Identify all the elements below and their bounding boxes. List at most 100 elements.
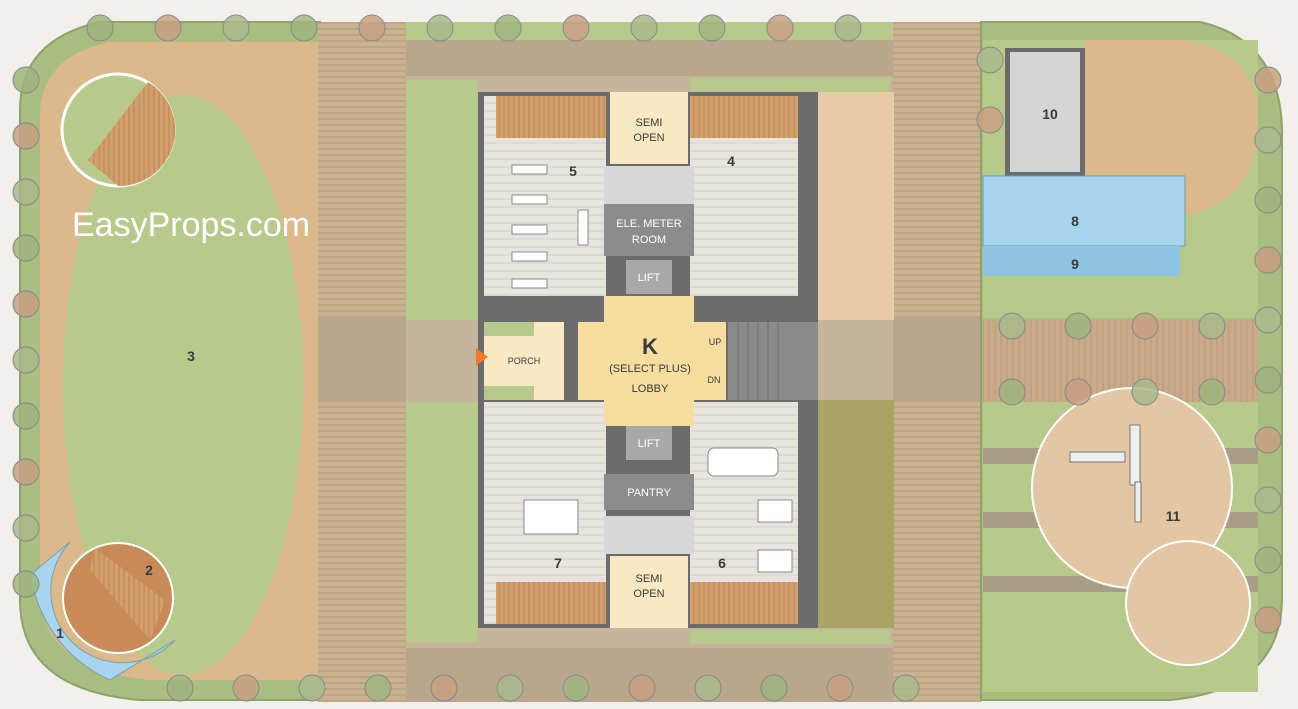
label-1: 1 [56, 625, 64, 641]
stairs-down-label: DN [708, 375, 721, 385]
stairs-up-label: UP [709, 337, 722, 347]
pantry [604, 474, 694, 510]
semi-open-top-label-2: OPEN [633, 132, 664, 144]
pantry-label: PANTRY [627, 487, 671, 499]
tree [364, 674, 392, 702]
left-garden [19, 21, 321, 701]
label-3: 3 [187, 348, 195, 364]
tree [430, 674, 458, 702]
staircase [728, 322, 818, 400]
tree [494, 14, 522, 42]
tree [1254, 426, 1282, 454]
tree [834, 14, 862, 42]
tree [12, 458, 40, 486]
tree [628, 674, 656, 702]
semi-open-bottom [610, 556, 688, 628]
lift-top-label: LIFT [638, 272, 661, 284]
tree [1131, 378, 1159, 406]
label-7: 7 [554, 555, 562, 571]
tree [760, 674, 788, 702]
lobby [578, 296, 726, 426]
tree [232, 674, 260, 702]
tree [1254, 546, 1282, 574]
lift-bottom-label: LIFT [638, 438, 661, 450]
tree [1254, 366, 1282, 394]
tree [298, 674, 326, 702]
trees [12, 14, 1282, 702]
tree [1254, 606, 1282, 634]
tree [694, 674, 722, 702]
tree [1198, 378, 1226, 406]
outdoor-seating [818, 400, 894, 628]
tree [766, 14, 794, 42]
clubhouse-building [476, 92, 818, 628]
tree [154, 14, 182, 42]
meter-room-label: ELE. METER [616, 218, 681, 230]
room-labels: SEMI OPEN SEMI OPEN ELE. METER ROOM LIFT… [508, 117, 722, 600]
pool-9 [983, 246, 1180, 276]
label-4: 4 [727, 153, 735, 169]
tree [998, 312, 1026, 340]
tree [426, 14, 454, 42]
semi-open-top [610, 92, 688, 164]
lift-bottom [626, 426, 672, 460]
lawn-3 [63, 95, 303, 675]
tree [1254, 126, 1282, 154]
outdoor-gym [818, 92, 894, 320]
tree [562, 674, 590, 702]
tree [826, 674, 854, 702]
tree [976, 46, 1004, 74]
meter-room [604, 204, 694, 256]
semi-open-top-label: SEMI [636, 117, 663, 129]
tree [12, 514, 40, 542]
label-10: 10 [1042, 106, 1058, 122]
tree [12, 66, 40, 94]
tree [222, 14, 250, 42]
tree [496, 674, 524, 702]
tree [12, 402, 40, 430]
entry-arrow-icon [476, 348, 488, 366]
tree [12, 346, 40, 374]
tree [12, 570, 40, 598]
tree [562, 14, 590, 42]
label-2: 2 [145, 562, 153, 578]
tree [1254, 66, 1282, 94]
tree [12, 122, 40, 150]
tree [166, 674, 194, 702]
tree [12, 178, 40, 206]
tree [1254, 186, 1282, 214]
label-5: 5 [569, 163, 577, 179]
tree [1254, 306, 1282, 334]
tree [976, 106, 1004, 134]
tree [1064, 378, 1092, 406]
porch-label: PORCH [508, 356, 541, 366]
tree [630, 14, 658, 42]
semi-open-bottom-label: SEMI [636, 573, 663, 585]
lobby-label: LOBBY [632, 383, 669, 395]
tree [1198, 312, 1226, 340]
tree [1064, 312, 1092, 340]
pool-1 [29, 541, 176, 681]
semi-open-bottom-label-2: OPEN [633, 588, 664, 600]
tree [1254, 486, 1282, 514]
tower-sub-label: (SELECT PLUS) [609, 363, 691, 375]
tree [358, 14, 386, 42]
pool-8 [982, 175, 1186, 247]
tree [698, 14, 726, 42]
label-11: 11 [1166, 508, 1181, 524]
tree [1131, 312, 1159, 340]
tree [998, 378, 1026, 406]
label-6: 6 [718, 555, 726, 571]
right-garden [980, 21, 1283, 701]
tree [86, 14, 114, 42]
tree [892, 674, 920, 702]
tree [1254, 246, 1282, 274]
label-9: 9 [1071, 256, 1079, 272]
meter-room-label-2: ROOM [632, 234, 666, 246]
label-8: 8 [1071, 213, 1079, 229]
watermark: EasyProps.com [72, 206, 311, 244]
tree [12, 290, 40, 318]
amenity-labels: 1 2 3 4 5 6 7 8 9 10 11 [56, 106, 1181, 641]
